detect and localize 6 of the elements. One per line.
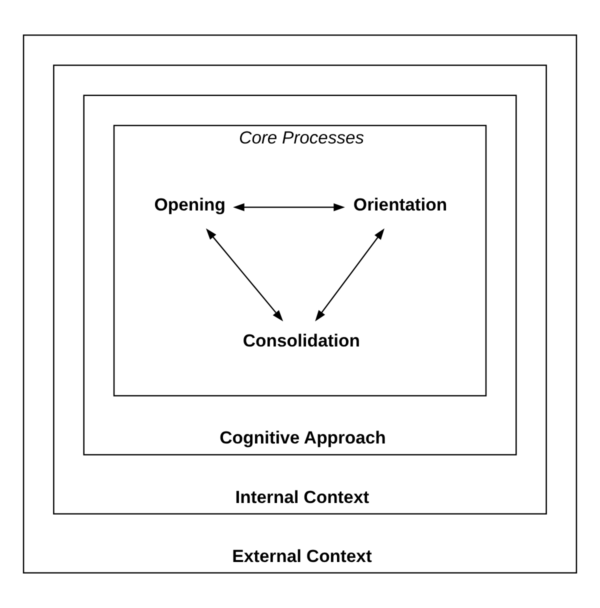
node-text: Opening bbox=[154, 194, 226, 215]
arrow bbox=[315, 228, 384, 322]
node-text: Consolidation bbox=[242, 330, 360, 350]
node-text: Orientation bbox=[353, 194, 448, 215]
arrow bbox=[206, 228, 284, 322]
arrow bbox=[233, 203, 345, 212]
